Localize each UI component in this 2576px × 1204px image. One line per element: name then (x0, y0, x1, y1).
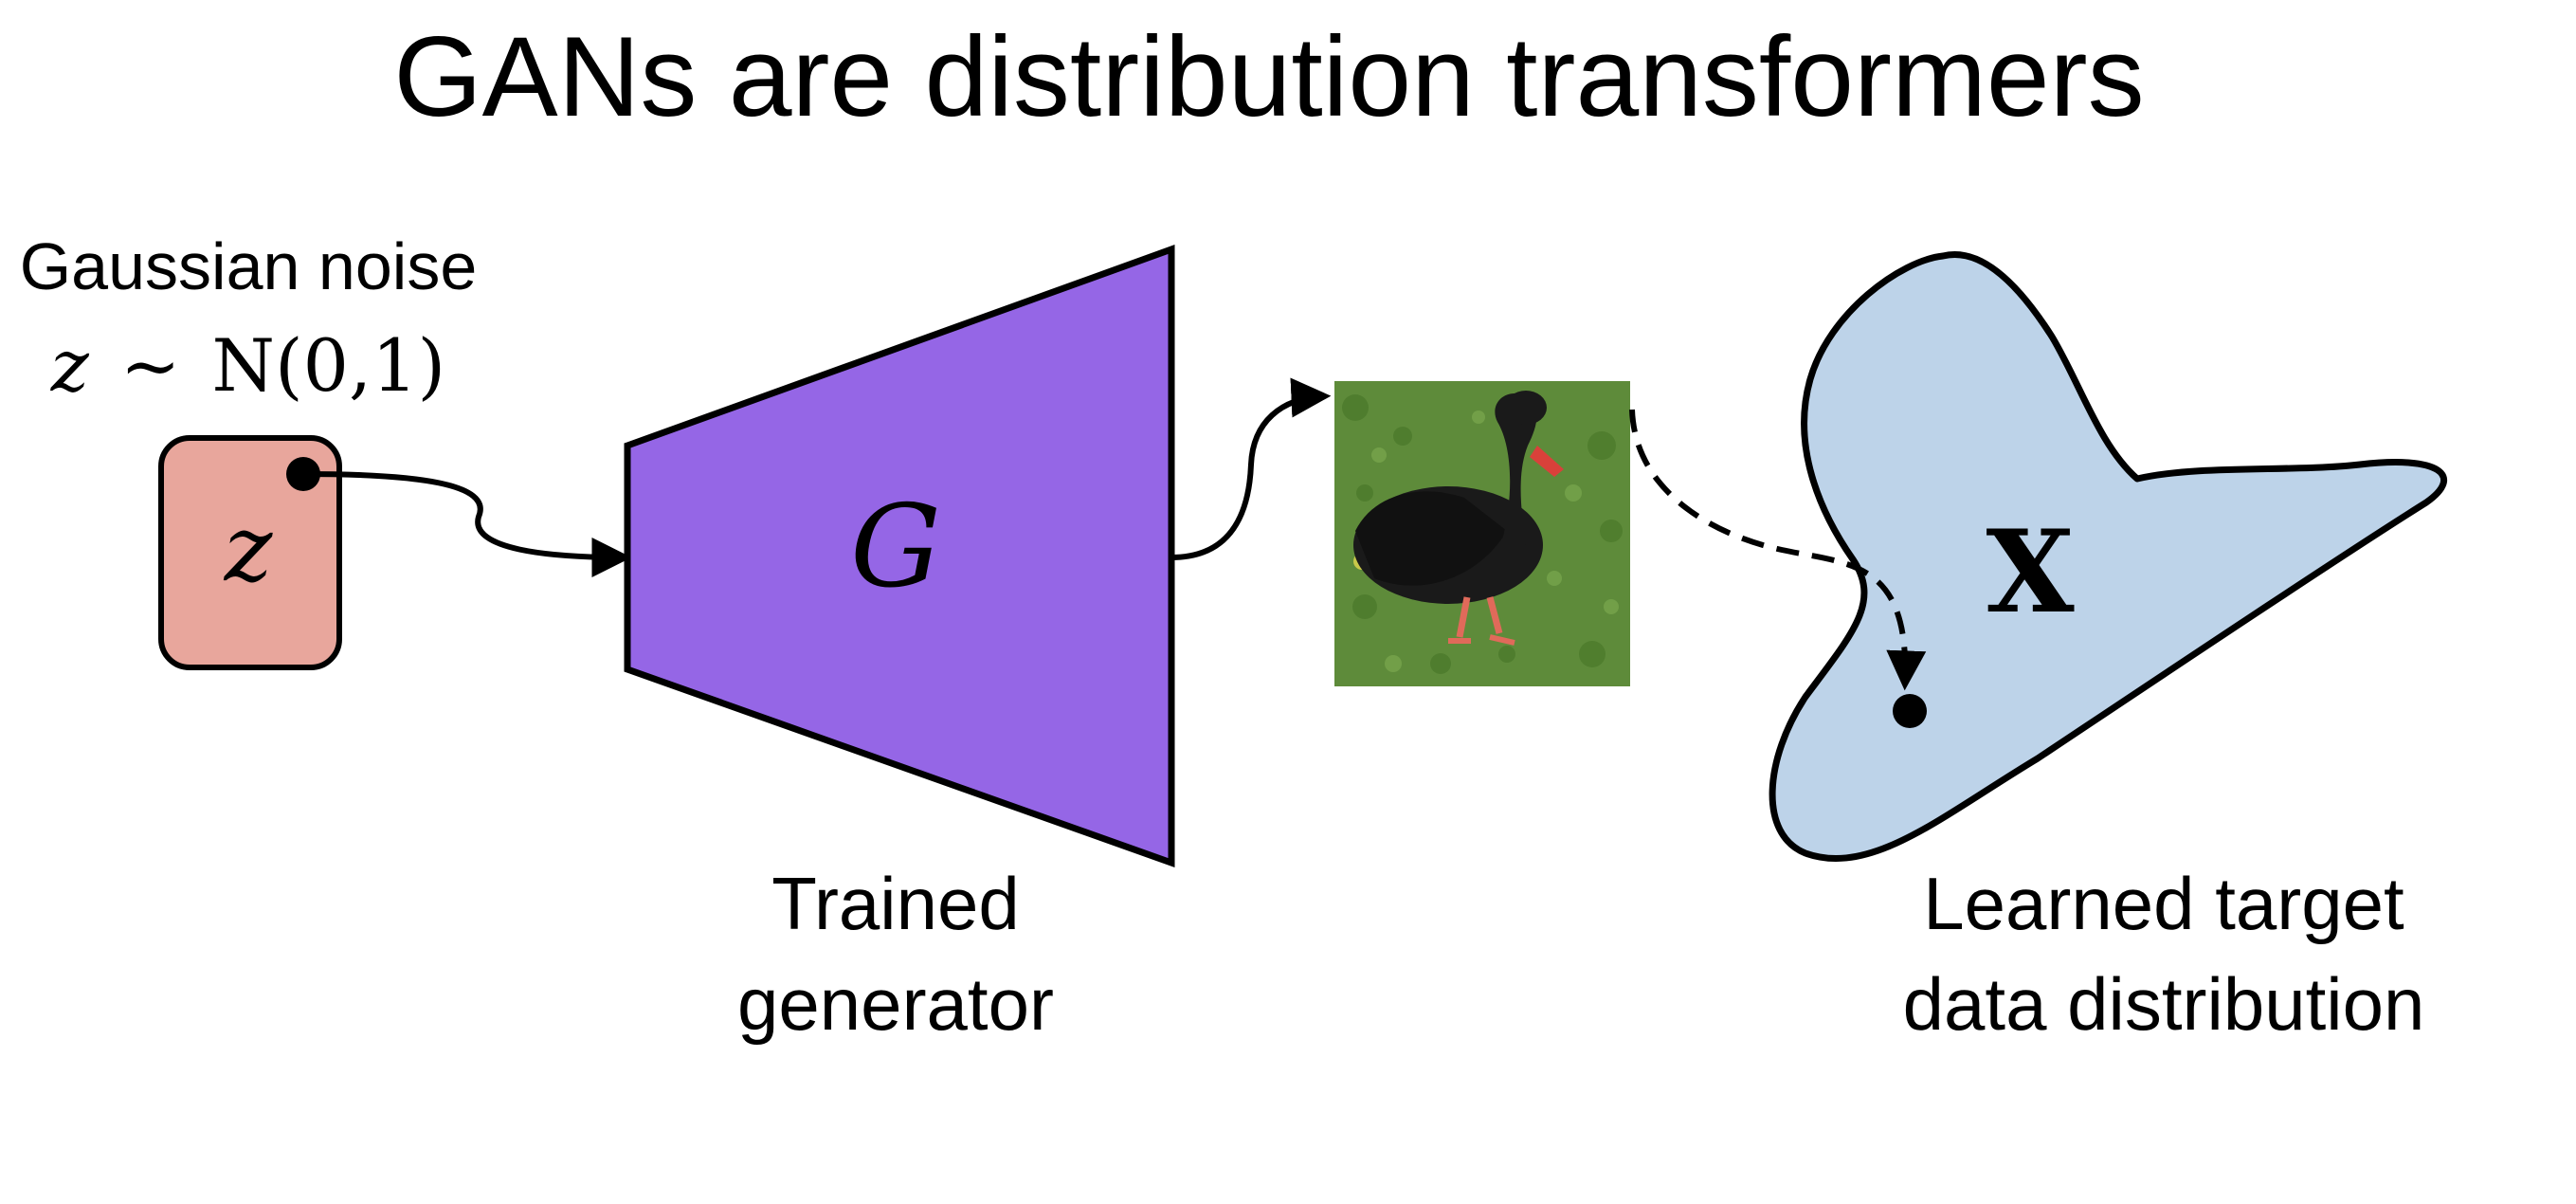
generated-sample-image (1334, 381, 1630, 686)
noise-box (158, 435, 342, 670)
target-distribution-shape (1769, 251, 2448, 862)
generator-trapezoid (624, 245, 1175, 867)
formula-tilde: ~ (120, 323, 181, 408)
generator-symbol: G (850, 482, 941, 613)
formula-variable: z (50, 323, 90, 408)
target-distribution-symbol: X (1986, 505, 2074, 639)
slide-title: GANs are distribution transformers (393, 13, 2144, 140)
noise-formula: z ~ N(0,1) (50, 323, 445, 408)
target-sample-dot (1893, 694, 1927, 728)
target-caption-line2: data distribution (1903, 962, 2425, 1046)
target-caption-line1: Learned target (1923, 862, 2404, 945)
arrow-noise-to-generator (302, 471, 632, 577)
generator-caption-line2: generator (737, 962, 1054, 1046)
noise-box-symbol: z (224, 496, 274, 602)
generator-caption-line1: Trained (771, 862, 1020, 945)
formula-distribution: N(0,1) (212, 323, 446, 408)
arrow-generator-to-sample (1170, 377, 1332, 560)
arrow-sample-to-distribution (1629, 409, 1927, 691)
noise-label: Gaussian noise (20, 229, 478, 303)
